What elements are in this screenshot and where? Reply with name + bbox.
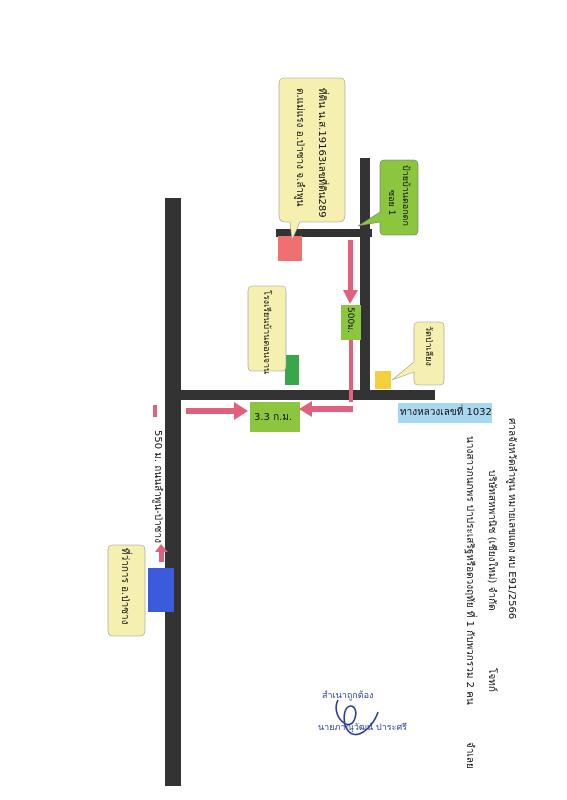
defendant-role: จำเลย <box>464 741 475 769</box>
district-marker <box>148 568 174 612</box>
main-road <box>165 198 181 786</box>
arrow-down-soi <box>343 240 358 304</box>
district-callout-text: ที่ว่าการ อ.ป่าซาง <box>119 548 130 625</box>
land-marker <box>278 236 302 261</box>
sign-callout-text-2: ซอย 1 <box>386 190 396 216</box>
header-case-line: ศาลจังหวัดลำพูน หมายเลขแดง ผบ E91/2566 <box>506 418 517 620</box>
land-callout-text-1: ที่ดิน น.ส.19163เลขที่ดิน289 <box>316 88 327 218</box>
plaintiff-name: บริษัทสหพานิช (เชียงใหม่) จำกัด <box>486 470 497 611</box>
highway-road <box>180 390 435 400</box>
defendant-name: นางสาวกนกพร ปาประเสริฐหรือดวงฤทัย ที่ 1 … <box>464 436 475 705</box>
land-callout-shape <box>278 77 346 242</box>
highway-label: ทางหลวงเลขที่ 1032 <box>400 407 492 418</box>
temple-callout-shape <box>391 321 445 386</box>
arrow-left-highway <box>299 401 353 417</box>
highway-label-bg <box>398 403 492 423</box>
land-callout-text-2: ต.แม่แรง อ.ป่าซาง จ.ลำพูน <box>294 88 305 207</box>
header-plaintiff-line: บริษัทสหพานิช (เชียงใหม่) จำกัด โจทก์ <box>484 470 499 692</box>
distance-box-3-3km <box>250 402 300 432</box>
plaintiff-role: โจทก์ <box>486 667 497 692</box>
school-callout-shape <box>247 285 287 372</box>
soi-road <box>360 158 370 392</box>
sign-callout-shape <box>357 159 419 236</box>
district-callout-shape <box>107 544 146 637</box>
temple-callout-text: วัดป่าเลียง <box>423 326 433 366</box>
branch-road <box>276 229 372 237</box>
arrow-vertical-soi <box>349 340 353 402</box>
signature-stroke <box>335 699 379 736</box>
arrow-down-main <box>153 405 157 417</box>
sign-callout-text-1: ป้ายบ้านดอกดก <box>400 165 410 226</box>
signature-name: นายภาณุวัฒน์ ปาระศรี <box>318 723 407 733</box>
temple-marker <box>375 371 391 389</box>
road-note-label: 550 ม. ถนนลำพูน-ป่าซาง <box>152 430 163 543</box>
signature-certified: สำเนาถูกต้อง <box>322 691 374 701</box>
distance-500m-label: 500ม. <box>345 307 355 333</box>
distance-3-3km-label: 3.3 ก.ม. <box>254 412 293 423</box>
arrow-up-main <box>155 544 168 562</box>
distance-box-500m <box>341 305 361 340</box>
school-marker <box>285 355 299 385</box>
header-defendant-line: นางสาวกนกพร ปาประเสริฐหรือดวงฤทัย ที่ 1 … <box>462 436 477 769</box>
arrow-right-main <box>186 402 248 420</box>
school-callout-text: โรงเรียนบ้านดอนจาน <box>261 290 271 375</box>
